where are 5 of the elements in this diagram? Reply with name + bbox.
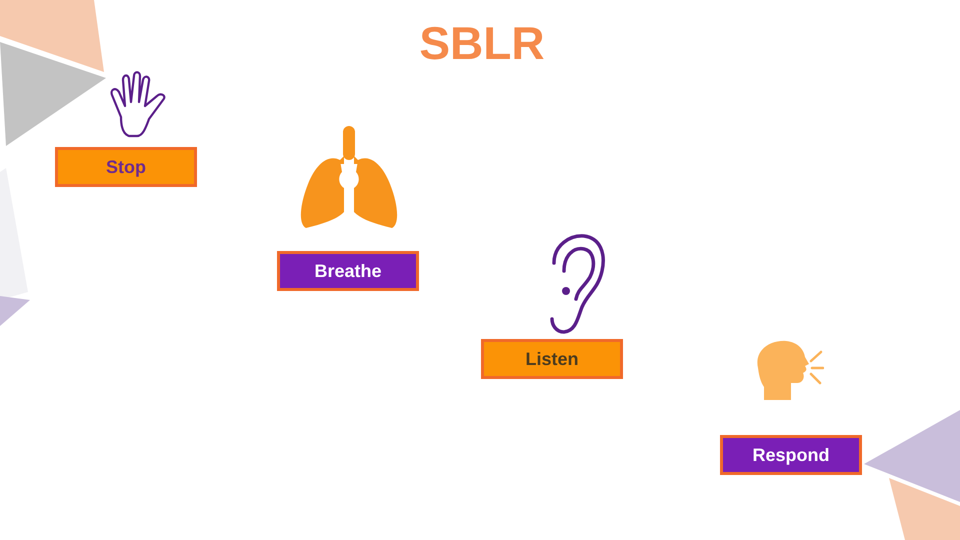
title: SBLR [419, 17, 545, 69]
step-box: Breathe [277, 251, 419, 291]
step-box: Stop [55, 147, 197, 187]
step-box: Respond [720, 435, 862, 475]
step-box: Listen [481, 339, 623, 379]
